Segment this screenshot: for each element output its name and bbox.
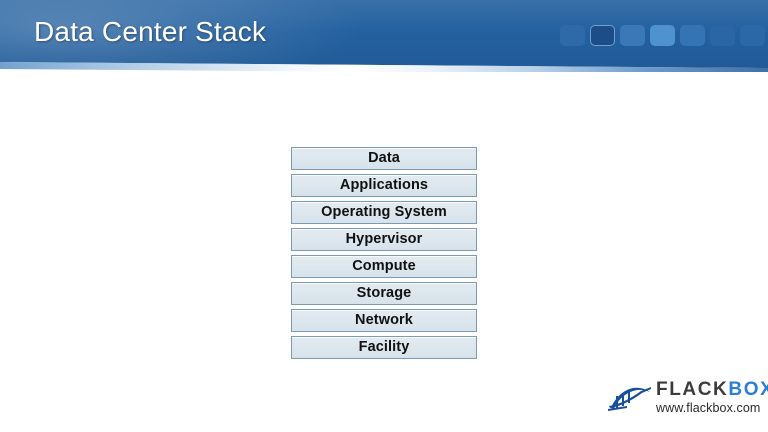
stack-layer-label: Operating System (321, 204, 447, 221)
stack-layer-label: Storage (356, 285, 412, 302)
header-square-7 (740, 25, 765, 46)
stack-layer-label: Hypervisor (345, 231, 423, 248)
logo-text-block: FLACKBOX www.flackbox.com (656, 380, 768, 420)
page-title: Data Center Stack (34, 16, 267, 47)
bridge-icon (607, 382, 655, 412)
header-decor-squares (560, 25, 768, 47)
logo-word-flack: FLACK (656, 379, 729, 400)
stack-layer-storage: Storage (291, 282, 477, 305)
stack-layer-network: Network (291, 309, 477, 332)
logo-url: www.flackbox.com (656, 401, 761, 415)
logo-wordmark: FLACKBOX (656, 380, 768, 400)
header-square-3 (620, 25, 645, 46)
header-square-1 (560, 25, 585, 46)
stack-layer-data: Data (291, 147, 477, 170)
stack-layer-operating-system: Operating System (291, 201, 477, 224)
stack-layer-hypervisor: Hypervisor (291, 228, 477, 251)
stack-layer-label: Applications (339, 177, 429, 194)
data-center-stack-diagram: Data Applications Operating System Hyper… (291, 147, 477, 359)
stack-layer-compute: Compute (291, 255, 477, 278)
logo-word-box: BOX (728, 379, 768, 400)
slide-header: Data Center Stack (0, 0, 768, 72)
stack-layer-label: Network (355, 312, 413, 329)
stack-layer-label: Data (368, 150, 400, 167)
header-square-5 (680, 25, 705, 46)
header-square-6 (710, 25, 735, 46)
stack-layer-label: Facility (358, 339, 410, 356)
flackbox-logo: FLACKBOX www.flackbox.com (607, 380, 768, 420)
header-square-4 (650, 25, 675, 46)
stack-layer-label: Compute (352, 258, 416, 275)
header-square-2 (590, 25, 615, 46)
stack-layer-applications: Applications (291, 174, 477, 197)
stack-layer-facility: Facility (291, 336, 477, 359)
